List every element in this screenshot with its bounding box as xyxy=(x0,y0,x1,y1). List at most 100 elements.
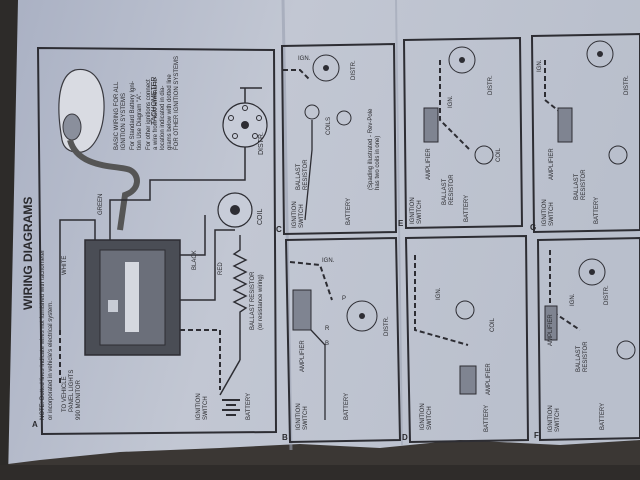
panel-c-ignition: IGNITION xyxy=(292,201,298,228)
panel-f-ballast: BALLAST xyxy=(576,345,582,372)
panel-d: D IGN. COIL AMPLIFIER IGNITION SWITCH BA… xyxy=(402,234,530,444)
panel-d-switch: SWITCH xyxy=(427,406,433,430)
panel-g-amplifier xyxy=(557,107,573,143)
panel-g-ignition: IGNITION xyxy=(542,199,548,226)
label-distr: DISTR. xyxy=(258,132,265,155)
panel-f-distr-label: DISTR. xyxy=(604,285,610,305)
battery-symbol xyxy=(222,399,240,416)
panel-f-coil xyxy=(616,340,636,360)
panel-b-ignition: IGNITION xyxy=(296,403,302,430)
panel-e-ballast: BALLAST xyxy=(442,178,448,205)
monitor-logo xyxy=(108,300,118,312)
wire-white xyxy=(59,219,96,330)
panel-f-ign: IGN. xyxy=(570,293,576,306)
panel-d-amplifier-label: AMPLIFIER xyxy=(486,363,492,395)
label-to-vehicle: TO VEHICLE xyxy=(62,376,68,412)
panel-g-ign-wire xyxy=(544,60,571,121)
svg-text:For Standard Battery Igni-: For Standard Battery Igni- xyxy=(130,81,136,150)
panel-g-coil xyxy=(608,145,628,165)
panel-g-ballast: BALLAST xyxy=(574,173,580,200)
note-line-1: NOTE: Dotted lines indicate wires not fu… xyxy=(40,250,46,420)
ballast-resistor xyxy=(232,235,248,330)
panel-b-amplifier xyxy=(292,289,312,331)
svg-text:For other ignitions connect: For other ignitions connect xyxy=(146,79,152,150)
panel-c: C IGN. DISTR. COILS BALLAST RESISTOR IGN… xyxy=(276,42,398,236)
wire-ignition-dotted xyxy=(180,329,221,390)
panel-f-distr xyxy=(578,258,606,286)
panel-b-b: B xyxy=(325,341,329,347)
panel-e-ign-wire xyxy=(439,60,471,151)
tachometer-body xyxy=(62,113,82,141)
label-white: WHITE xyxy=(62,256,68,275)
panel-e-amplifier xyxy=(423,107,439,143)
label-ignition: IGNITION xyxy=(196,393,202,420)
label-black: BLACK xyxy=(192,250,198,270)
panel-f-battery: BATTERY xyxy=(600,403,606,430)
label-resistance-wiring: (or resistance wiring) xyxy=(258,274,264,330)
panel-f-switch: SWITCH xyxy=(555,408,561,432)
panel-f-letter: F xyxy=(534,431,539,440)
panel-b-distr-label: DISTR. xyxy=(384,316,390,336)
panel-d-coil-label: COIL xyxy=(490,317,496,332)
panel-c-letter: C xyxy=(276,225,282,234)
panel-d-ign-wire xyxy=(414,255,469,346)
panel-b-ign: IGN. xyxy=(322,258,335,264)
panel-f: F DISTR. IGN. AMPLIFIER BALLAST RESISTOR… xyxy=(534,236,640,442)
panel-b-r: R xyxy=(325,326,330,332)
panel-g-letter: G xyxy=(530,223,536,232)
diagram-title: WIRING DIAGRAMS xyxy=(21,197,35,310)
label-panel-lights: PANEL LIGHTS xyxy=(69,370,75,412)
svg-text:IGNITION SYSTEMS: IGNITION SYSTEMS xyxy=(121,93,127,150)
ignition-switch xyxy=(219,359,241,396)
panel-e-amplifier-label: AMPLIFIER xyxy=(426,148,432,180)
panel-e-distr xyxy=(448,46,476,74)
panel-g-amplifier-label: AMPLIFIER xyxy=(549,148,555,180)
panel-c-ign: IGN. xyxy=(298,56,311,62)
panel-e-switch: SWITCH xyxy=(417,200,423,224)
panel-e: E DISTR. IGN. AMPLIFIER COIL BALLAST RES… xyxy=(398,36,524,230)
wire-black xyxy=(180,215,206,256)
monitor-label-strip xyxy=(125,262,139,332)
label-tachometer: TACHOMETER xyxy=(151,77,158,125)
panel-f-resistor: RESISTOR xyxy=(583,341,589,372)
panel-c-switch: SWITCH xyxy=(299,204,305,228)
panel-b-battery: BATTERY xyxy=(344,393,350,420)
panel-d-coil xyxy=(455,300,475,320)
panel-g-distr-label: DISTR. xyxy=(624,75,630,95)
label-green: GREEN xyxy=(98,194,104,215)
panel-b-amplifier-label: AMPLIFIER xyxy=(300,340,306,372)
panel-g-switch: SWITCH xyxy=(549,202,555,226)
panel-e-distr-label: DISTR. xyxy=(488,75,494,95)
panel-d-ign: IGN. xyxy=(436,287,442,300)
label-red: RED xyxy=(218,262,224,275)
panel-e-ignition: IGNITION xyxy=(410,197,416,224)
panel-c-spade-2: has two coils in one) xyxy=(375,136,381,190)
label-monitor: 990 MONITOR xyxy=(76,379,82,420)
panel-a: A WIRING DIAGRAMS NOTE: Dotted lines ind… xyxy=(21,46,278,436)
label-battery: BATTERY xyxy=(246,393,252,420)
label-coil: COIL xyxy=(257,209,264,225)
panel-c-coil-2 xyxy=(336,110,352,126)
panel-b-ign-wire xyxy=(289,261,333,301)
panel-g-resistor: RESISTOR xyxy=(581,169,587,200)
panel-e-ign: IGN. xyxy=(448,95,454,108)
panel-e-resistor: RESISTOR xyxy=(449,174,455,205)
panel-c-battery: BATTERY xyxy=(346,198,352,225)
panel-c-coil-1 xyxy=(304,104,320,120)
panel-b: B IGN. AMPLIFIER DISTR. P R B IGNITION S… xyxy=(282,236,402,444)
panel-e-coil-label: COIL xyxy=(496,147,502,162)
panel-e-letter: E xyxy=(398,219,404,228)
panel-g-distr xyxy=(586,40,614,68)
panel-c-coils: COILS xyxy=(326,117,332,135)
panel-g: G DISTR. IGN. AMPLIFIER BALLAST RESISTOR… xyxy=(530,32,640,234)
panel-b-p: P xyxy=(342,296,346,302)
panel-d-battery: BATTERY xyxy=(484,405,490,432)
svg-text:a wire from IGN terminal to: a wire from IGN terminal to xyxy=(153,78,159,150)
panel-d-letter: D xyxy=(402,433,408,442)
svg-text:tion Use Diagram "A".: tion Use Diagram "A". xyxy=(137,92,143,150)
panel-g-ign: IGN. xyxy=(537,59,543,72)
basic-wiring-text: BASIC WIRING FOR ALL IGNITION SYSTEMS Fo… xyxy=(114,56,180,150)
